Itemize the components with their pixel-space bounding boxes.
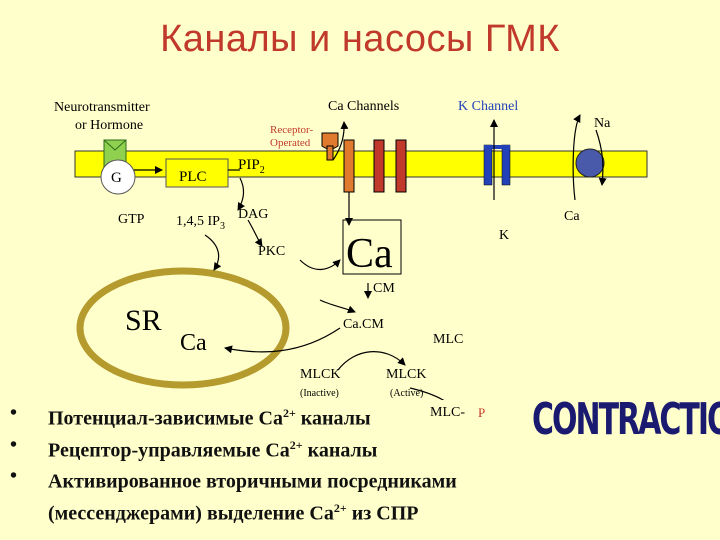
ca-box [342,219,402,275]
bullet-dot: • [10,402,18,424]
bullet-dot: • [10,465,18,488]
mlc-label: MLC [433,332,463,347]
arrow-cacm-to-sr [224,327,341,354]
receptor-operated-label-2: Operated [270,137,311,149]
ca-right-label: Ca [564,209,580,224]
bullet-dot: • [10,433,18,456]
pip2-label: PIP2 [238,157,265,176]
arrow-mlc-to-mlcp [409,387,445,400]
bullet-text: Рецептор-управляемые Ca [48,439,290,462]
cell-membrane [74,150,648,178]
na-label: Na [594,116,611,131]
ca-big-label: Ca [346,231,393,277]
pkc-label: PKC [258,244,285,259]
bullet-text: (мессенджерами) выделение Ca [48,502,334,525]
sarcoplasmic-reticulum [76,267,290,389]
gtp-label: GTP [118,212,145,227]
bullet-tail: каналы [302,439,378,462]
bullet-item: • Потенциал-зависимые Ca2+ каналы [0,400,720,432]
bullet-item: • Активированное вторичными посредниками [0,463,720,495]
mlc-p-label: MLC- [430,405,465,421]
arrow-pip2-to-dag [237,177,245,211]
arrow-ca-out [572,114,581,201]
ca-channel-orange-icon [343,139,355,193]
g-protein-icon [100,159,136,195]
dag-label: DAG [238,207,268,222]
bullet-sup: 2+ [289,437,303,452]
arrow-receptor-to-ca-channel [332,121,349,161]
arrow-dag-to-pkc [247,219,263,247]
receptor-operated-label-1: Receptor- [270,124,313,136]
mlc-p-text: MLC- [430,405,465,420]
active-label: (Active) [390,388,423,399]
inactive-label: (Inactive) [300,388,339,399]
sr-label: SR [125,304,162,337]
contraction-label: CONTRACTION [532,395,720,446]
phosphate-label: P [478,405,486,420]
bullet-tail: каналы [295,407,371,430]
ca-sr-label: Ca [180,330,207,356]
k-channel-label: K Channel [458,99,518,114]
arrow-cm-to-cacm [319,299,356,314]
hormone-label: or Hormone [75,118,143,133]
bullet-tail: из СПР [346,502,419,525]
bullet-item: • Рецептор-управляемые Ca2+ каналы [0,432,720,464]
arrow-na-in [595,129,607,186]
ca-channel-red-2-icon [395,139,407,193]
bullet-list: •Потенциал-зависимые Ca2+ каналы •Рецепт… [0,400,720,527]
arrow-ip3-down [204,234,222,271]
cm-label: CM [373,281,395,296]
ip3-label: 1,4,5 IP3 [176,214,225,232]
arrow-pkc-to-ca [299,259,341,270]
plc-label: PLC [179,169,207,185]
g-label: G [111,170,122,186]
signaling-diagram: Neurotransmitter or Hormone Ca Channels … [54,99,648,400]
receptor-operated-channel-icon [321,132,339,161]
ca-channel-red-1-icon [373,139,385,193]
page-title: Каналы и насосы ГМК [160,18,560,60]
mlck-inactive-label: MLCK [300,367,340,382]
bullet-item: (мессенджерами) выделение Ca2+ из СПР [0,495,720,527]
bullet-sup: 2+ [333,500,347,515]
bullet-text: Активированное вторичными посредниками [48,470,457,493]
plc-box [165,158,229,188]
bullet-text: Потенциал-зависимые Ca [48,407,283,430]
neurotransmitter-label: Neurotransmitter [54,100,150,115]
bullet-sup: 2+ [282,406,296,420]
k-label: K [499,228,509,243]
mlck-active-label: MLCK [386,367,426,382]
k-channel-icon [483,144,511,186]
arrow-mlck-activation [337,351,406,371]
cacm-label: Ca.CM [343,317,384,332]
na-ca-exchanger-icon [575,148,605,178]
ca-channels-label: Ca Channels [328,99,399,114]
